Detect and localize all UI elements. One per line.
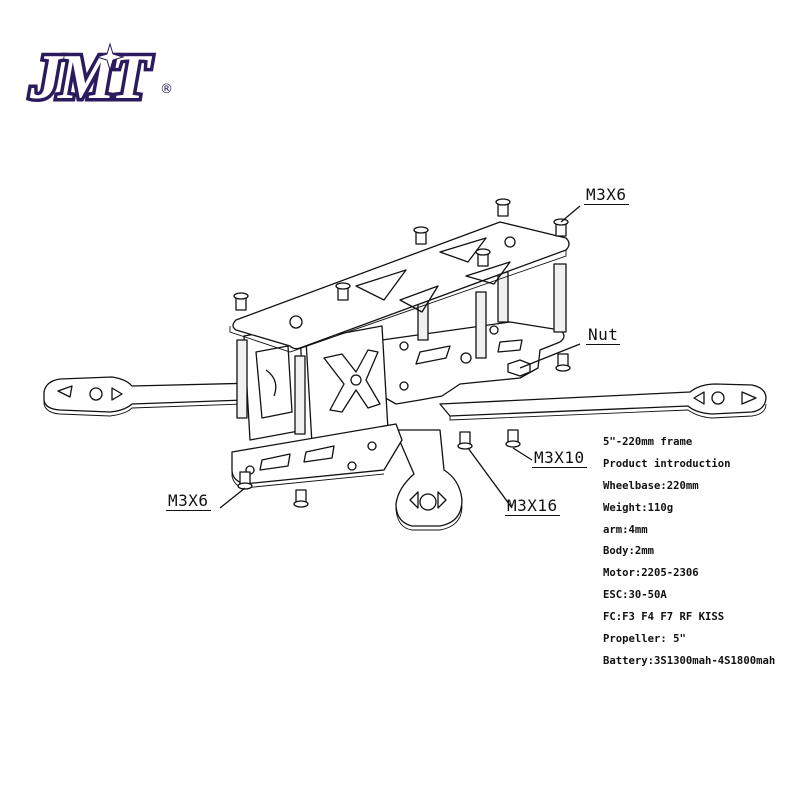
screws-bottom bbox=[237, 353, 571, 508]
callout-nut: Nut bbox=[586, 325, 621, 345]
spec-fc: FC:F3 F4 F7 RF KISS bbox=[603, 611, 725, 624]
callout-m3x6-bottom: M3X6 bbox=[166, 491, 211, 511]
screw-10 bbox=[505, 429, 521, 448]
spec-list: 5"-220mm frame Product introduction Whee… bbox=[603, 432, 803, 673]
spec-heading: Product introduction bbox=[603, 457, 731, 470]
left-arm bbox=[43, 376, 301, 417]
side-plate bbox=[305, 325, 389, 445]
screw-8 bbox=[293, 489, 309, 508]
screw-11 bbox=[555, 353, 571, 372]
spec-propeller: Propeller: 5" bbox=[603, 633, 686, 646]
screw-7 bbox=[237, 471, 253, 490]
callout-m3x10: M3X10 bbox=[532, 448, 587, 468]
logo-svg: JMT bbox=[26, 38, 161, 116]
leader-lines bbox=[219, 205, 581, 509]
spec-weight: Weight:110g bbox=[603, 501, 674, 514]
middle-plate bbox=[381, 321, 565, 405]
bottom-plate bbox=[231, 423, 403, 489]
logo-text: JMT bbox=[29, 41, 153, 112]
screws-top bbox=[233, 198, 569, 311]
screw-1 bbox=[233, 292, 249, 311]
screw-3 bbox=[413, 226, 429, 245]
right-arm bbox=[439, 383, 767, 421]
brand-logo: JMT bbox=[22, 30, 192, 120]
standoffs bbox=[236, 263, 567, 435]
screw-4 bbox=[495, 198, 511, 217]
spec-arm: arm:4mm bbox=[603, 523, 648, 536]
sparkle-icon bbox=[95, 42, 125, 72]
registered-mark: ® bbox=[160, 82, 173, 97]
spec-frame: 5"-220mm frame bbox=[603, 436, 693, 448]
callout-m3x6-top: M3X6 bbox=[584, 185, 629, 205]
side-plate-back bbox=[243, 325, 305, 441]
spec-esc: ESC:30-50A bbox=[603, 589, 667, 602]
front-arm bbox=[394, 429, 463, 531]
spec-battery: Battery:3S1300mah-4S1800mah bbox=[603, 654, 776, 667]
callout-m3x16: M3X16 bbox=[505, 496, 560, 516]
spec-wheelbase: Wheelbase:220mm bbox=[603, 479, 699, 492]
spec-motor: Motor:2205-2306 bbox=[603, 567, 699, 580]
screw-9 bbox=[457, 431, 473, 450]
spec-body: Body:2mm bbox=[603, 545, 655, 558]
screw-6 bbox=[475, 248, 491, 267]
nut-icon bbox=[507, 359, 531, 377]
screw-2 bbox=[335, 282, 351, 301]
